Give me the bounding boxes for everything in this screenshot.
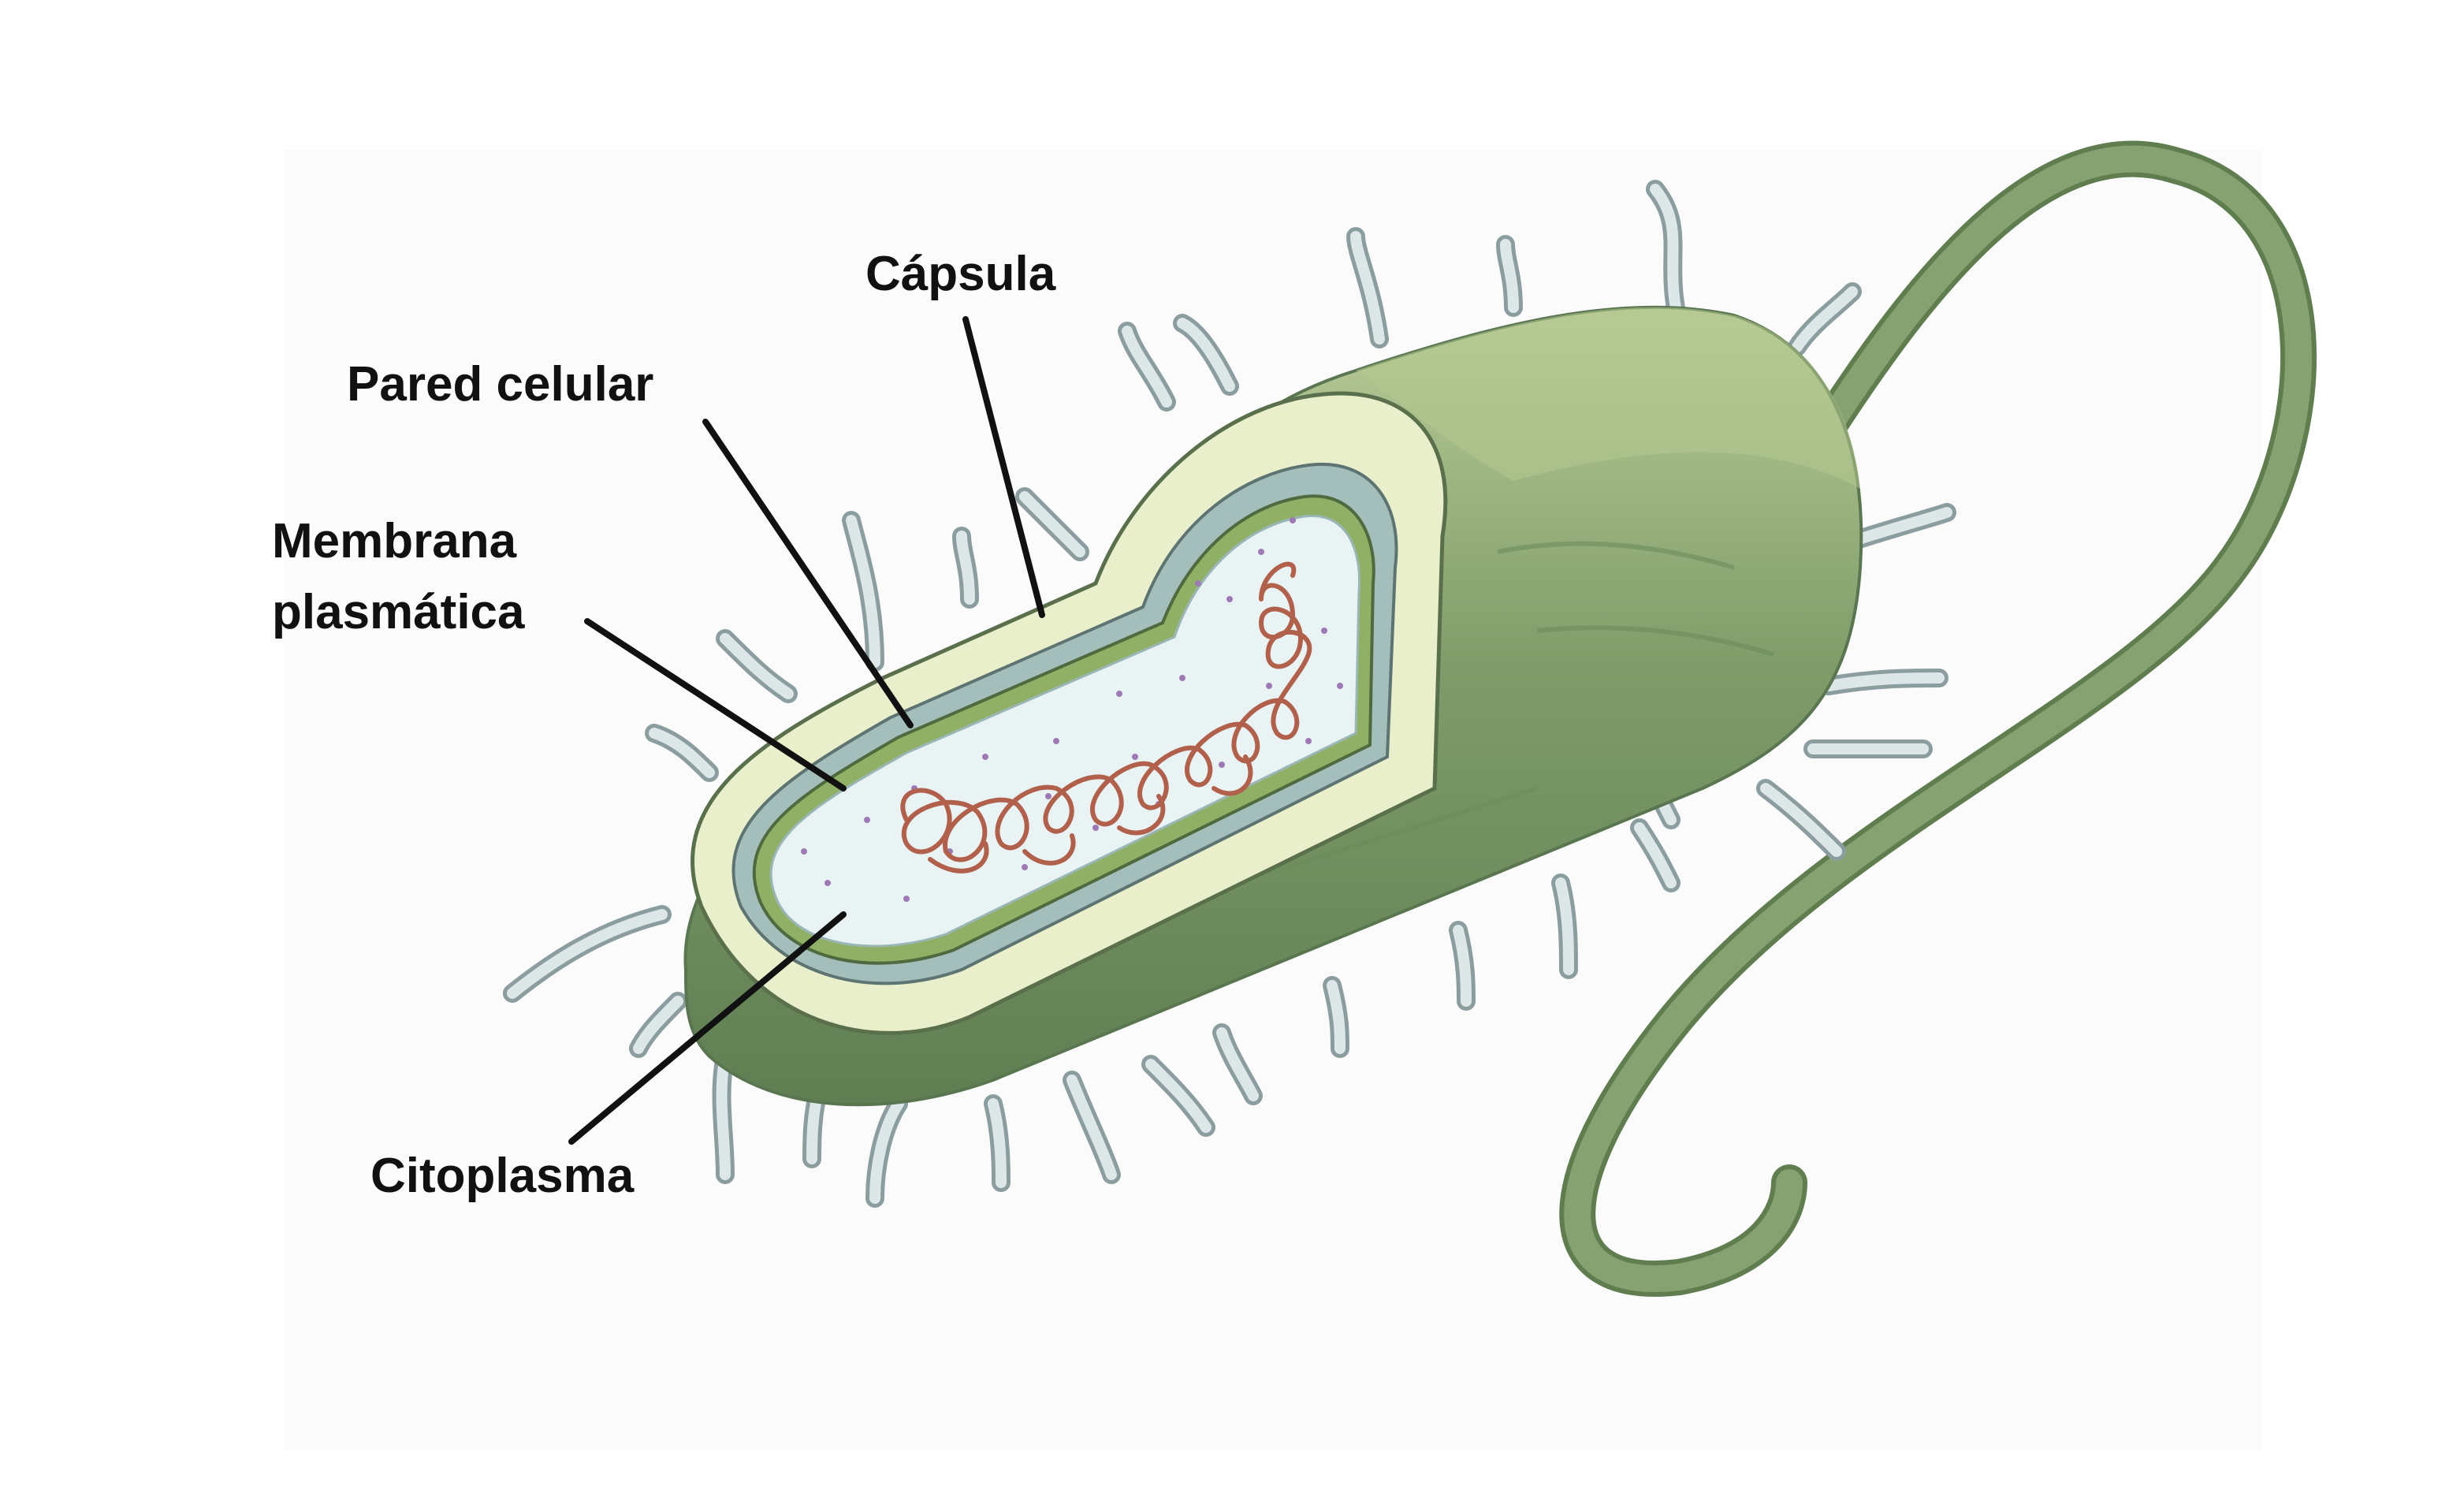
capsule-leader-line	[962, 316, 1045, 618]
cell-wall-label: Pared celular	[347, 357, 653, 412]
ribosomes	[801, 517, 1343, 902]
pili	[503, 180, 1956, 1208]
plasma-membrane-leader-line	[584, 618, 847, 792]
leader-lines	[568, 316, 1045, 1145]
cell-wall-leader-line	[702, 419, 914, 728]
flagellum	[1559, 140, 2317, 1297]
cytoplasm-leader-line	[568, 911, 847, 1145]
plasma-membrane-label-line2: plasmática	[272, 585, 525, 639]
nucleoid-dna	[900, 561, 1312, 874]
cytoplasm-label: Citoplasma	[370, 1149, 635, 1203]
plasma-membrane-label-line1: Membrana	[272, 514, 517, 568]
cytoplasm	[769, 514, 1361, 948]
capsule-label: Cápsula	[865, 247, 1056, 301]
